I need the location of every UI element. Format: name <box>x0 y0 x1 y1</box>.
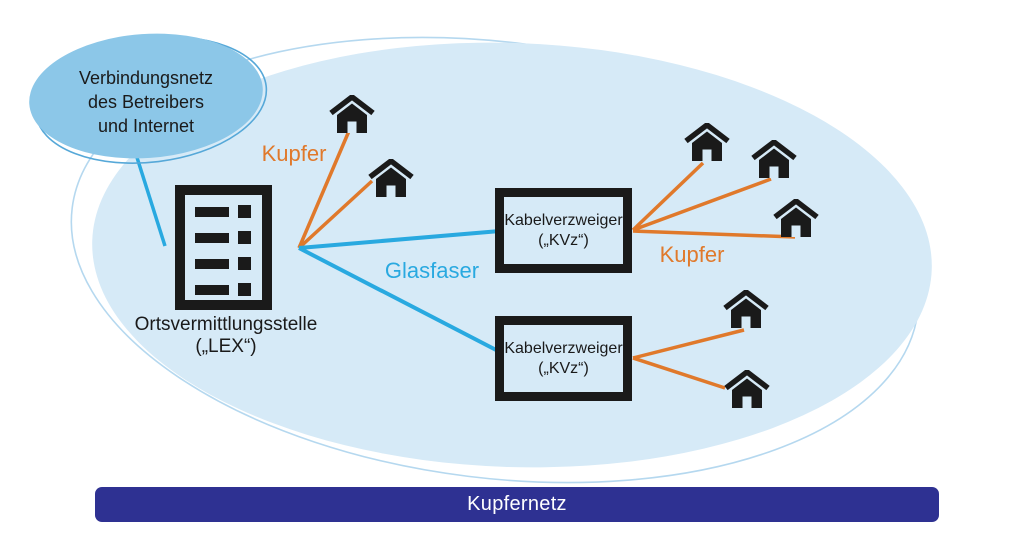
kvz1-caption: Kabelverzweiger („KVz“) <box>495 188 632 273</box>
cloud-label-line2: des Betreibers <box>87 92 205 112</box>
copper-network-bar: Kupfernetz <box>95 487 939 522</box>
copper-line-lex-house1 <box>297 130 351 249</box>
kvz2-box <box>495 316 632 401</box>
kvz2-caption: Kabelverzweiger („KVz“) <box>495 316 632 401</box>
copper-label-right: Kupfer <box>659 242 725 267</box>
kvz1-name: Kabelverzweiger <box>504 211 623 229</box>
exchange-caption: Ortsvermittlungsstelle („LEX“) <box>95 314 357 358</box>
exchange-building-icon <box>175 185 272 310</box>
cloud-label-line3: und Internet <box>97 116 195 136</box>
fiber-line-cloud-to-lex <box>132 147 167 247</box>
exchange-abbr: („LEX“) <box>195 336 257 357</box>
fiber-line-lex-kvz2 <box>298 246 501 354</box>
copper-line-kvz2-house2 <box>632 356 726 390</box>
kvz2-name: Kabelverzweiger <box>504 339 623 357</box>
fiber-line-lex-kvz1 <box>298 229 501 250</box>
copper-network-bar-label: Kupfernetz <box>467 493 567 515</box>
copper-line-kvz2-house1 <box>632 328 745 360</box>
cloud-ellipse <box>29 33 263 159</box>
exchange-name: Ortsvermittlungsstelle <box>134 314 318 335</box>
copper-label-top: Kupfer <box>261 141 327 166</box>
copper-line-kvz1-house3 <box>632 229 796 239</box>
kvz1-box <box>495 188 632 273</box>
kvz2-abbr: („KVz“) <box>538 359 589 377</box>
cloud-label: Verbindungsnetz des Betreibers und Inter… <box>36 66 256 138</box>
kvz1-abbr: („KVz“) <box>538 231 589 249</box>
copper-line-kvz1-house1 <box>631 161 705 232</box>
cloud-label-line1: Verbindungsnetz <box>78 68 214 88</box>
copper-line-lex-house2 <box>297 179 374 250</box>
fiber-label: Glasfaser <box>384 258 480 283</box>
copper-line-kvz1-house2 <box>632 177 772 232</box>
